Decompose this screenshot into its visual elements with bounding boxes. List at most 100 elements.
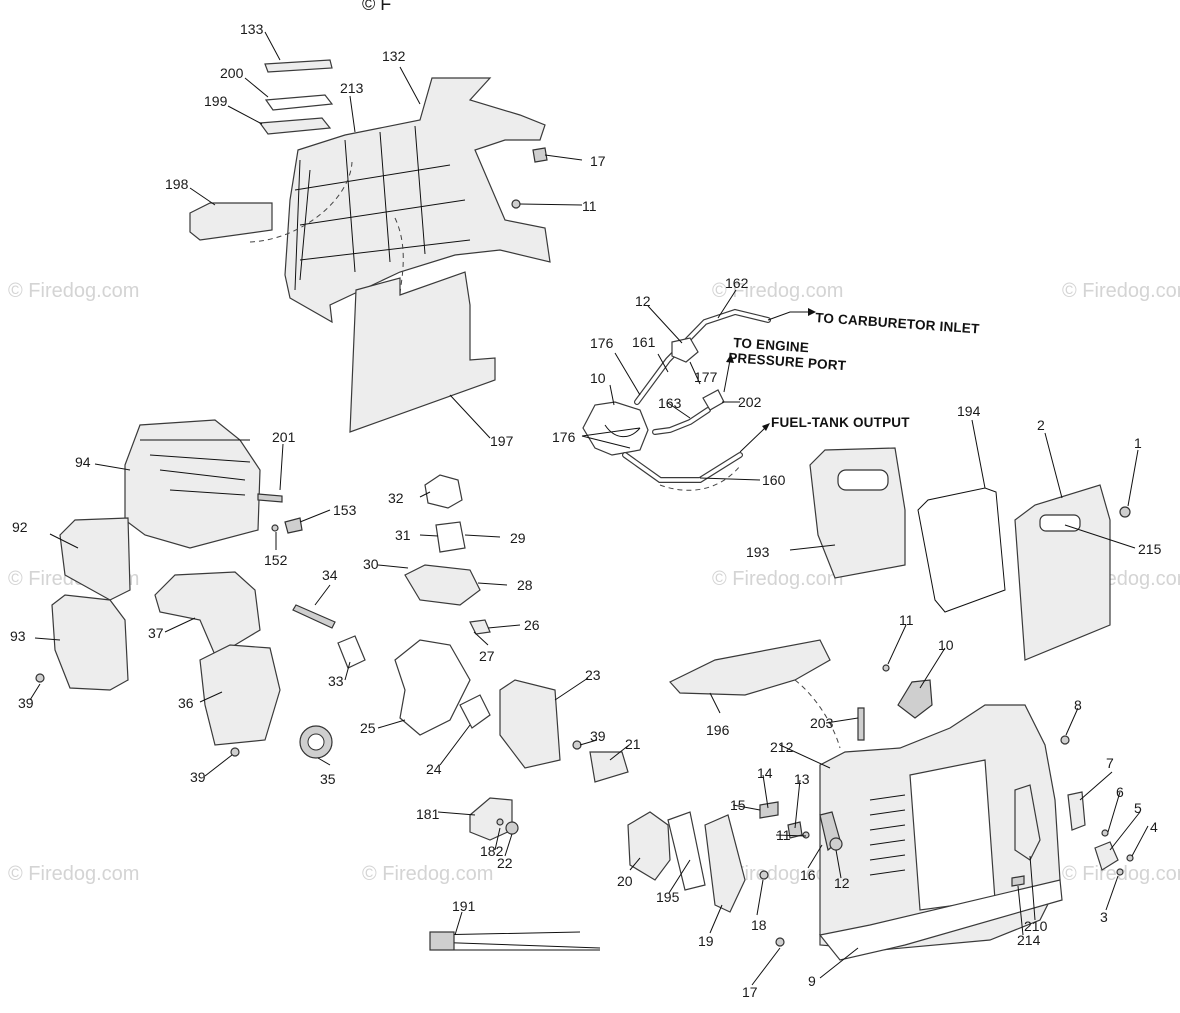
part-number-labels: 133 200 199 213 132 17 11 198 197 162 12… [10, 21, 1162, 1000]
part-fitting-12 [829, 837, 843, 851]
part-label: 4 [1150, 819, 1158, 835]
part-label: 25 [360, 720, 376, 736]
part-label: 215 [1138, 541, 1162, 557]
part-label: 39 [590, 728, 606, 744]
arrow-to-carburetor [767, 311, 808, 321]
part-label: 176 [590, 335, 614, 351]
part-filter-198 [189, 202, 273, 241]
part-label: 26 [524, 617, 540, 633]
part-label: 11 [899, 612, 914, 628]
part-airbox-23 [499, 679, 561, 769]
part-fitting-202 [702, 389, 725, 411]
part-insulation-panel-197 [349, 271, 496, 433]
part-label: 24 [426, 761, 442, 777]
part-filter-20 [627, 811, 671, 881]
part-screw-6 [1101, 829, 1109, 837]
part-carburetor-25 [394, 639, 471, 736]
part-label: 16 [800, 867, 816, 883]
part-pin-3 [1116, 868, 1124, 876]
part-screw-18 [759, 870, 769, 880]
part-hose-161-162-inner [635, 310, 770, 404]
part-cover-19 [704, 814, 746, 913]
part-label: 176 [552, 429, 576, 445]
part-housing-opening [909, 759, 996, 911]
callout-texts: TO CARBURETOR INLET TO ENGINE PRESSURE P… [728, 310, 981, 430]
part-label: 11 [776, 827, 791, 843]
part-screw-1 [1119, 506, 1131, 518]
part-screw-4 [1126, 854, 1134, 862]
callout-to-engine: TO ENGINE [733, 335, 810, 355]
part-shroud-36 [199, 644, 281, 746]
part-label: 17 [742, 984, 758, 1000]
part-label: 34 [322, 567, 338, 583]
part-label: 5 [1134, 800, 1142, 816]
part-insulation-196 [669, 639, 831, 696]
part-label: 198 [165, 176, 189, 192]
part-screw-39 [35, 673, 45, 683]
callout-fuel-tank-output: FUEL-TANK OUTPUT [771, 415, 910, 430]
part-linkage-26 [469, 619, 491, 635]
part-label: 15 [730, 797, 746, 813]
part-filter-200 [264, 94, 334, 111]
part-label: 210 [1024, 918, 1048, 934]
part-label: 194 [957, 403, 981, 419]
part-label: 92 [12, 519, 28, 535]
part-label: 160 [762, 472, 786, 488]
part-air-cover-181 [469, 797, 513, 841]
part-engine-fins [140, 439, 251, 496]
part-label: 32 [388, 490, 404, 506]
part-label: 37 [148, 625, 164, 641]
part-plug-153 [284, 517, 303, 534]
callout-to-carburetor-inlet: TO CARBURETOR INLET [815, 310, 981, 336]
part-choke-32 [424, 474, 463, 509]
part-label: 212 [770, 739, 794, 755]
callout-pressure-port: PRESSURE PORT [728, 350, 847, 373]
part-label: 27 [479, 648, 495, 664]
part-label: 153 [333, 502, 357, 518]
part-dipstick-203 [857, 707, 865, 741]
part-label: 2 [1037, 417, 1045, 433]
part-screw-11 [882, 664, 890, 672]
part-screw-8 [1060, 735, 1070, 745]
part-side-panel-2 [1014, 484, 1111, 661]
part-skid-9 [818, 879, 1063, 961]
part-foam-21 [589, 751, 629, 783]
part-gasket-35-hole [307, 733, 325, 751]
part-label: 33 [328, 673, 344, 689]
part-fuel-pump-10 [582, 401, 649, 456]
part-housing-vents [869, 794, 906, 876]
watermark: © Firedog.com [1062, 280, 1180, 302]
arrow-fuel-output [739, 427, 766, 453]
part-label: 214 [1017, 932, 1041, 948]
watermark: © Firedog.com [362, 863, 493, 885]
part-seal-194 [917, 487, 1006, 613]
part-label: 8 [1074, 697, 1082, 713]
part-gasket-24 [459, 694, 491, 729]
part-label: 20 [617, 873, 633, 889]
part-label: 19 [698, 933, 714, 949]
part-clip-17 [532, 147, 548, 163]
leader-line-set [29, 31, 1149, 986]
part-hose-163-inner [653, 408, 710, 434]
part-label: 9 [808, 973, 816, 989]
part-label: 18 [751, 917, 767, 933]
hose-path [659, 465, 741, 491]
part-screw-11 [511, 199, 521, 209]
part-label: 6 [1116, 784, 1124, 800]
part-nut-22 [505, 821, 519, 835]
watermark: © Firedog.com [712, 568, 843, 590]
part-ring-152 [271, 524, 279, 532]
copyright-fragment: © F [362, 0, 391, 14]
part-label: 163 [658, 395, 682, 411]
part-label: 182 [480, 843, 504, 859]
arrow-to-pressure-port [723, 359, 731, 393]
part-label: 39 [18, 695, 34, 711]
part-label: 28 [517, 577, 533, 593]
parts-drawing [35, 59, 1134, 961]
part-label: 181 [416, 806, 440, 822]
part-label: 21 [625, 736, 641, 752]
arrow-head [808, 308, 816, 316]
watermark: © Firedog.com [712, 280, 843, 302]
part-label: 193 [746, 544, 770, 560]
part-label: 11 [582, 198, 597, 214]
